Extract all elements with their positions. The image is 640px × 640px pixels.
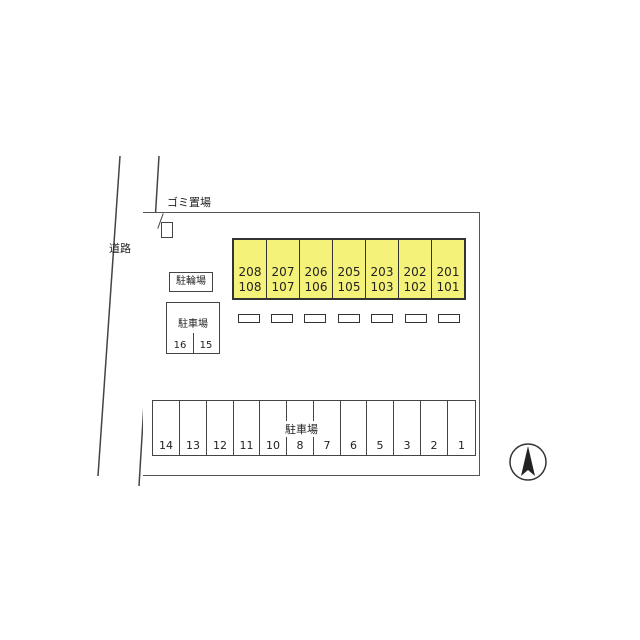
unit-207-107: 207 107 xyxy=(267,240,300,298)
parking-stall-number: 12 xyxy=(213,439,227,452)
unit-205-105: 205 105 xyxy=(333,240,366,298)
parking-stall: 7 xyxy=(314,401,341,455)
parking-stall: 12 xyxy=(207,401,234,455)
parking-stall: 5 xyxy=(367,401,394,455)
unit-upper-number: 207 xyxy=(271,265,295,279)
parking-stall-number: 1 xyxy=(458,439,465,452)
entrance-step xyxy=(405,314,427,323)
unit-lower-number: 101 xyxy=(436,280,460,294)
unit-lower-number: 102 xyxy=(403,280,427,294)
unit-lower-number: 108 xyxy=(238,280,262,294)
parking-stall: 2 xyxy=(421,401,448,455)
parking-stall: 6 xyxy=(341,401,367,455)
garbage-area xyxy=(161,222,173,238)
parking-stall-number: 14 xyxy=(159,439,173,452)
parking-stall: 14 xyxy=(153,401,180,455)
unit-upper-number: 202 xyxy=(403,265,427,279)
apartment-building: 208 108 207 107 206 106 205 105 203 103 … xyxy=(232,238,466,300)
entrance-step xyxy=(304,314,326,323)
parking-stall: 3 xyxy=(394,401,421,455)
motorcycle-parking-label: 駐車場 xyxy=(178,319,208,330)
road-label: 道路 xyxy=(109,242,131,255)
unit-upper-number: 203 xyxy=(370,265,394,279)
car-parking-area: 14 13 12 11 10 8 7 6 5 3 2 1 駐車場 xyxy=(152,400,476,456)
parking-stall-number: 5 xyxy=(376,439,384,452)
car-parking-label: 駐車場 xyxy=(283,421,320,437)
unit-upper-number: 208 xyxy=(238,265,262,279)
entrance-step xyxy=(271,314,293,323)
parking-stall-number: 11 xyxy=(239,439,254,452)
unit-lower-number: 107 xyxy=(271,280,295,294)
unit-202-102: 202 102 xyxy=(399,240,432,298)
unit-lower-number: 105 xyxy=(337,280,361,294)
unit-upper-number: 201 xyxy=(436,265,460,279)
entrance-step xyxy=(338,314,360,323)
parking-stall: 11 xyxy=(234,401,260,455)
garbage-label: ゴミ置場 xyxy=(167,196,211,209)
north-arrow-icon xyxy=(509,443,547,481)
parking-stall: 13 xyxy=(180,401,207,455)
entrance-step xyxy=(371,314,393,323)
bicycle-parking: 駐輪場 xyxy=(169,272,213,292)
parking-stall-number: 7 xyxy=(323,439,331,452)
unit-lower-number: 106 xyxy=(304,280,328,294)
parking-stall-number: 3 xyxy=(403,439,411,452)
parking-stall-number: 6 xyxy=(350,439,357,452)
unit-201-101: 201 101 xyxy=(432,240,464,298)
unit-203-103: 203 103 xyxy=(366,240,399,298)
parking-stall-number: 8 xyxy=(296,439,304,452)
parking-stall-number: 2 xyxy=(430,439,438,452)
unit-upper-number: 206 xyxy=(304,265,328,279)
bicycle-parking-label: 駐輪場 xyxy=(176,276,206,287)
parking-stall-number: 10 xyxy=(266,439,280,452)
unit-208-108: 208 108 xyxy=(234,240,267,298)
unit-lower-number: 103 xyxy=(370,280,394,294)
parking-stall: 1 xyxy=(448,401,475,455)
motorcycle-stall-number: 15 xyxy=(199,340,213,351)
unit-upper-number: 205 xyxy=(337,265,361,279)
entrance-step xyxy=(238,314,260,323)
parking-stall-number: 13 xyxy=(186,439,200,452)
unit-206-106: 206 106 xyxy=(300,240,333,298)
motorcycle-stall-number: 16 xyxy=(173,340,187,351)
motorcycle-stall-divider xyxy=(193,333,194,353)
entrance-step xyxy=(438,314,460,323)
motorcycle-parking: 駐車場 16 15 xyxy=(166,302,220,354)
